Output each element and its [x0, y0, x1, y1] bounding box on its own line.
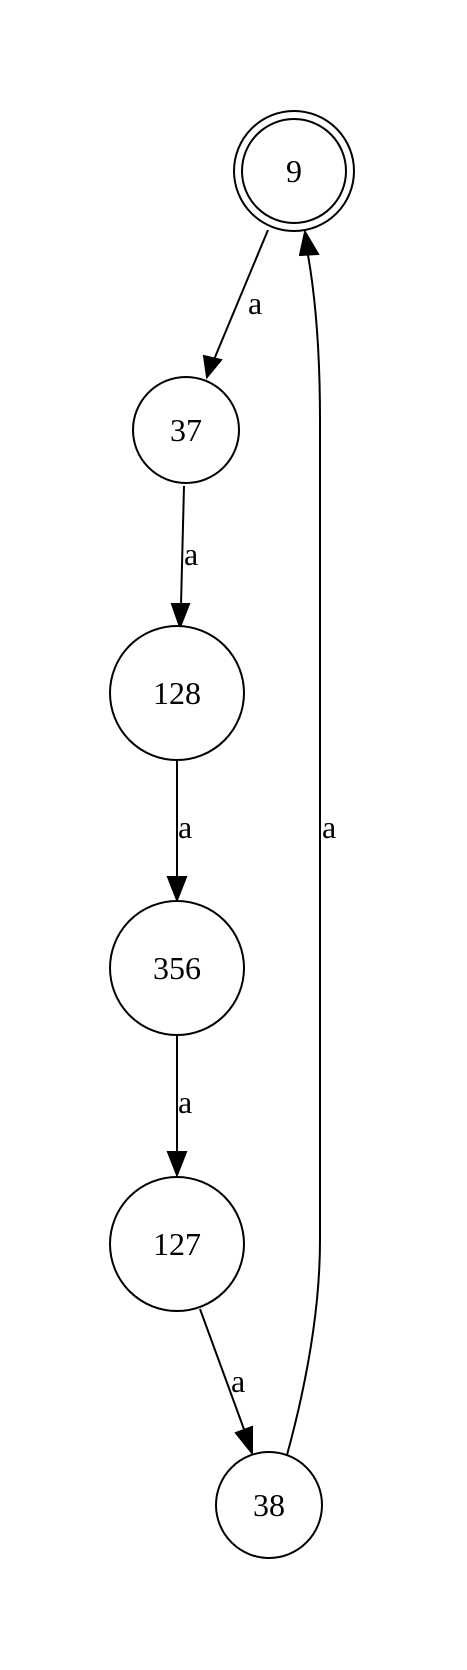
edge-arrowhead	[166, 876, 188, 903]
state-circle	[109, 625, 245, 761]
edge-37-to-128: a	[170, 485, 198, 630]
state-circle	[215, 1451, 323, 1559]
state-circle	[109, 900, 245, 1036]
edge-label: a	[184, 536, 198, 572]
edge-9-to-37: a	[202, 229, 269, 380]
edge-arrowhead	[202, 354, 223, 380]
state-node-37[interactable]: 37	[132, 376, 240, 484]
state-label: 38	[253, 1487, 285, 1523]
edge-line	[180, 485, 185, 606]
edge-label: a	[231, 1363, 245, 1399]
state-node-127[interactable]: 127	[109, 1176, 245, 1312]
state-label: 37	[170, 412, 202, 448]
edge-label: a	[248, 285, 262, 321]
edge-line	[199, 1308, 246, 1433]
edge-line	[212, 229, 269, 363]
edge-128-to-356: a	[166, 759, 192, 903]
edge-arrowhead	[166, 1151, 188, 1178]
state-node-9[interactable]: 9	[233, 110, 355, 232]
edge-label: a	[322, 809, 336, 845]
edge-arrowhead	[170, 603, 191, 630]
edge-label: a	[178, 809, 192, 845]
edge-356-to-127: a	[166, 1035, 192, 1178]
edge-38-to-9: a	[286, 229, 336, 1456]
state-label: 127	[153, 1226, 201, 1262]
state-label: 9	[286, 153, 302, 189]
edge-line	[286, 254, 321, 1456]
state-label: 356	[153, 950, 201, 986]
edge-arrowhead	[298, 229, 320, 257]
state-circle	[132, 376, 240, 484]
accepting-state-inner-ring	[241, 118, 347, 224]
edge-label: a	[178, 1084, 192, 1120]
edge-arrowhead	[234, 1425, 253, 1456]
state-node-128[interactable]: 128	[109, 625, 245, 761]
state-node-38[interactable]: 38	[215, 1451, 323, 1559]
edge-127-to-38: a	[199, 1308, 253, 1456]
state-label: 128	[153, 675, 201, 711]
state-node-356[interactable]: 356	[109, 900, 245, 1036]
state-circle	[109, 1176, 245, 1312]
